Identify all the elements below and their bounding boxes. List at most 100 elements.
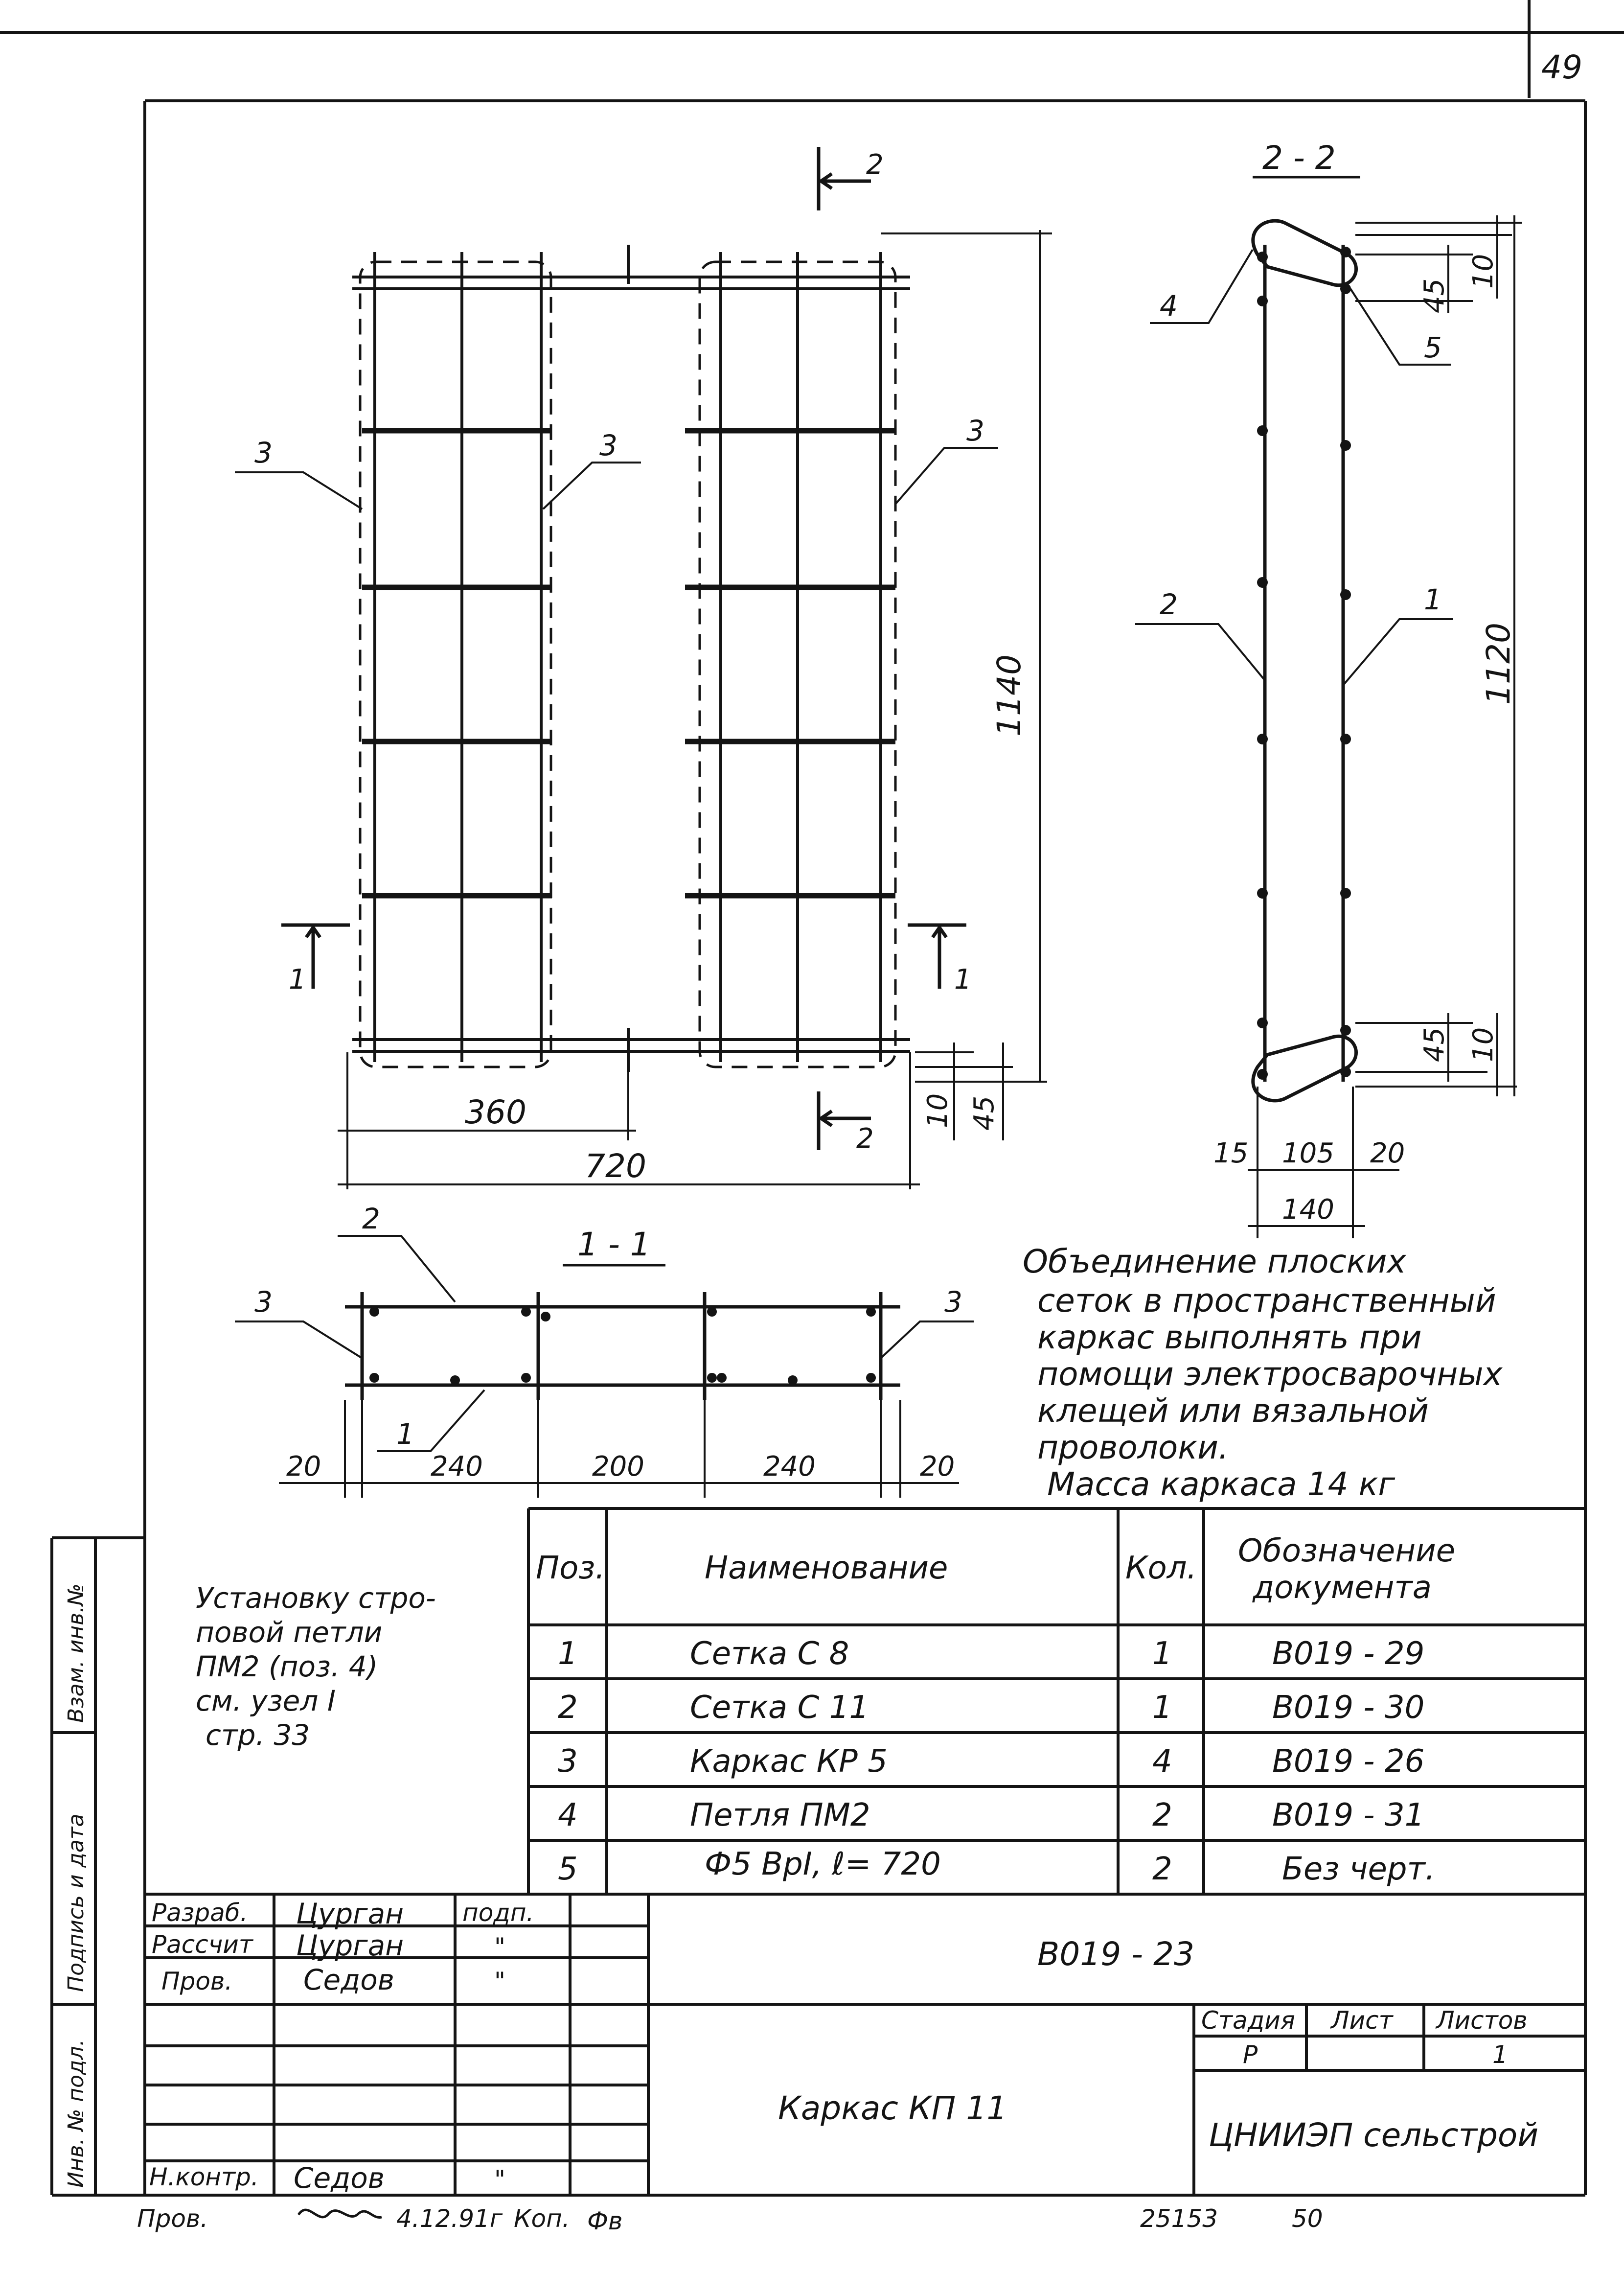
spec-row-qty: 1 [1152,1636,1172,1672]
spec-row-name: Ф5 ВрI, ℓ= 720 [705,1846,941,1882]
note-line-3: каркас выполнять при [1037,1319,1422,1356]
section-mark-1-right: 1 [954,964,972,996]
spec-row-doc: В019 - 29 [1272,1636,1424,1672]
s11-pos-2: 2 [362,1202,380,1235]
front-pos-3-left: 3 [254,436,273,469]
side-label-original-inventory: Инв. № подл. [64,2039,89,2188]
s11-dim-20-left: 20 [286,1451,321,1483]
section-2-2: 2 - 2 4 5 2 1 [1135,139,1522,1238]
sign-header: подп. [462,1899,534,1927]
footer-format: 50 [1292,2204,1323,2233]
front-dim-360: 360 [465,1093,526,1131]
s22-dim-top-10: 10 [1467,254,1499,289]
footer-date: 4.12.91г [396,2204,503,2233]
spec-row-qty: 4 [1152,1743,1172,1780]
install-note: Установку стро- повой петли ПМ2 (поз. 4)… [196,1581,436,1752]
name-checked: Седов [303,1963,394,1996]
footer-copy-mark: Фв [587,2207,623,2235]
s11-pos-1: 1 [396,1417,414,1451]
page-number: 49 [1541,48,1582,86]
title-block: Разраб. Рассчит Пров. Н.контр. Цурган Цу… [145,1894,1585,2195]
front-pos-3-right: 3 [966,414,984,447]
s22-dim-bottom-45: 45 [1418,1027,1450,1062]
section-1-1-title: 1 - 1 [577,1226,651,1263]
spec-row-name: Каркас КР 5 [690,1743,888,1780]
s22-dim-20: 20 [1370,1137,1405,1169]
spec-row-pos: 4 [558,1797,578,1833]
role-checked: Пров. [161,1967,232,1995]
s11-pos-3-right: 3 [944,1285,962,1319]
front-view: 2 2 1 1 3 3 3 1140 10 45 [235,147,1052,1189]
spec-row-qty: 1 [1152,1690,1172,1726]
name-developed: Цурган [296,1897,404,1930]
section-2-2-title: 2 - 2 [1262,139,1336,177]
spec-row-pos: 2 [558,1690,578,1726]
section-mark-2-bottom: 2 [856,1123,874,1155]
s22-dim-140: 140 [1282,1194,1334,1226]
note-line-5: клещей или вязальной [1037,1392,1429,1430]
section-mark-1-left: 1 [289,964,306,996]
front-pos-3-mid: 3 [599,429,618,462]
install-note-line-3: ПМ2 (поз. 4) [196,1650,378,1683]
footer-signature [297,2208,382,2219]
mass-note: Масса каркаса 14 кг [1047,1465,1395,1503]
spec-row: 2 Сетка С 11 1 В019 - 30 [558,1690,1424,1726]
spec-row: 3 Каркас КР 5 4 В019 - 26 [558,1743,1424,1780]
s22-dim-15: 15 [1213,1137,1248,1169]
drawing-title: Каркас КП 11 [778,2089,1007,2127]
spec-header-qty: Кол. [1125,1550,1197,1586]
spec-row-qty: 2 [1152,1851,1172,1887]
s22-dim-height: 1120 [1480,623,1517,705]
role-calculated: Рассчит [152,1930,254,1959]
role-norm-control: Н.контр. [149,2163,259,2191]
s11-dim-20-right: 20 [920,1451,955,1483]
front-dim-bottom-45: 45 [968,1096,1000,1131]
install-note-line-4: см. узел I [196,1684,336,1717]
note-line-2: сеток в пространственный [1037,1282,1496,1320]
s22-dim-top-45: 45 [1418,278,1450,313]
section-1-1: 1 - 1 2 [235,1202,974,1498]
spec-row: 1 Сетка С 8 1 В019 - 29 [558,1636,1424,1672]
sign-mark: " [494,2165,505,2194]
spec-row-doc: В019 - 30 [1272,1690,1424,1726]
sheets-value: 1 [1492,2040,1508,2069]
install-note-line-5: стр. 33 [206,1718,310,1752]
spec-row-qty: 2 [1152,1797,1172,1833]
spec-row-doc: В019 - 31 [1272,1797,1424,1833]
assembly-note: Объединение плоских сеток в пространстве… [1023,1243,1503,1503]
front-dim-720: 720 [585,1147,646,1185]
note-line-1: Объединение плоских [1023,1243,1407,1280]
footer-checked-label: Пров. [137,2204,208,2233]
footer-copy-label: Коп. [514,2204,570,2233]
note-line-6: проволоки. [1037,1429,1229,1466]
s11-dim-200: 200 [592,1451,644,1483]
spec-row: 4 Петля ПМ2 2 В019 - 31 [558,1797,1424,1833]
s11-pos-3-left: 3 [254,1285,273,1319]
section-mark-2-top: 2 [866,149,884,181]
name-calculated: Цурган [296,1929,404,1962]
s22-pos-5: 5 [1424,331,1442,364]
sign-mark: " [494,1933,505,1961]
s11-dim-240-right: 240 [763,1451,816,1483]
organization: ЦНИИЭП сельстрой [1209,2116,1538,2154]
s11-dim-240-left: 240 [431,1451,483,1483]
spec-row-doc: В019 - 26 [1272,1743,1424,1780]
s22-pos-1: 1 [1424,583,1442,616]
spec-row: 5 Ф5 ВрI, ℓ= 720 2 Без черт. [558,1846,1435,1887]
sheets-label: Листов [1435,2006,1528,2035]
spec-header-pos: Поз. [536,1550,605,1586]
stage-value: Р [1243,2040,1258,2069]
side-label-replaced-inventory: Взам. инв.№ [64,1583,89,1723]
stage-label: Стадия [1201,2006,1295,2035]
spec-row-name: Сетка С 8 [690,1636,849,1672]
install-note-line-1: Установку стро- [196,1581,436,1615]
install-note-line-2: повой петли [196,1616,382,1649]
sheet-label: Лист [1330,2006,1394,2035]
footer: Пров. 4.12.91г Коп. Фв 25153 50 [137,2204,1323,2235]
side-label-signature-date: Подпись и дата [64,1814,89,1992]
sign-mark: " [494,1967,505,1995]
spec-row-pos: 3 [558,1743,578,1780]
s22-dim-bottom-10: 10 [1467,1027,1499,1062]
front-dim-bottom-10: 10 [922,1093,954,1128]
